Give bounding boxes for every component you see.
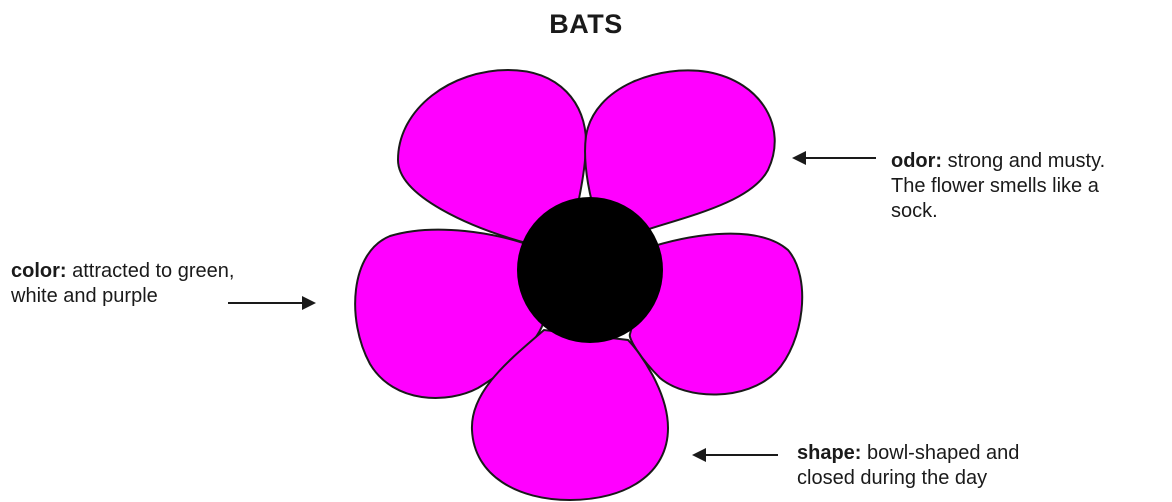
color-text-1: attracted to green, — [72, 260, 234, 282]
shape-text-2: closed during the day — [797, 466, 1019, 491]
odor-line-1: odor: strong and musty. — [891, 149, 1105, 174]
shape-annotation: shape: bowl-shaped and closed during the… — [797, 441, 1019, 491]
odor-text-1: strong and musty. — [948, 150, 1105, 172]
color-annotation: color: attracted to green, white and pur… — [11, 259, 234, 309]
odor-text-2: The flower smells like a — [891, 174, 1105, 199]
odor-arrow — [792, 151, 876, 165]
color-line-1: color: attracted to green, — [11, 259, 234, 284]
shape-line-1: shape: bowl-shaped and — [797, 441, 1019, 466]
shape-text-1: bowl-shaped and — [867, 442, 1019, 464]
shape-keyword: shape: — [797, 442, 861, 464]
odor-keyword: odor: — [891, 150, 942, 172]
color-text-2: white and purple — [11, 284, 234, 309]
odor-annotation: odor: strong and musty. The flower smell… — [891, 149, 1105, 224]
shape-arrow — [692, 448, 778, 462]
color-keyword: color: — [11, 260, 67, 282]
color-arrow — [228, 296, 316, 310]
odor-text-3: sock. — [891, 199, 1105, 224]
